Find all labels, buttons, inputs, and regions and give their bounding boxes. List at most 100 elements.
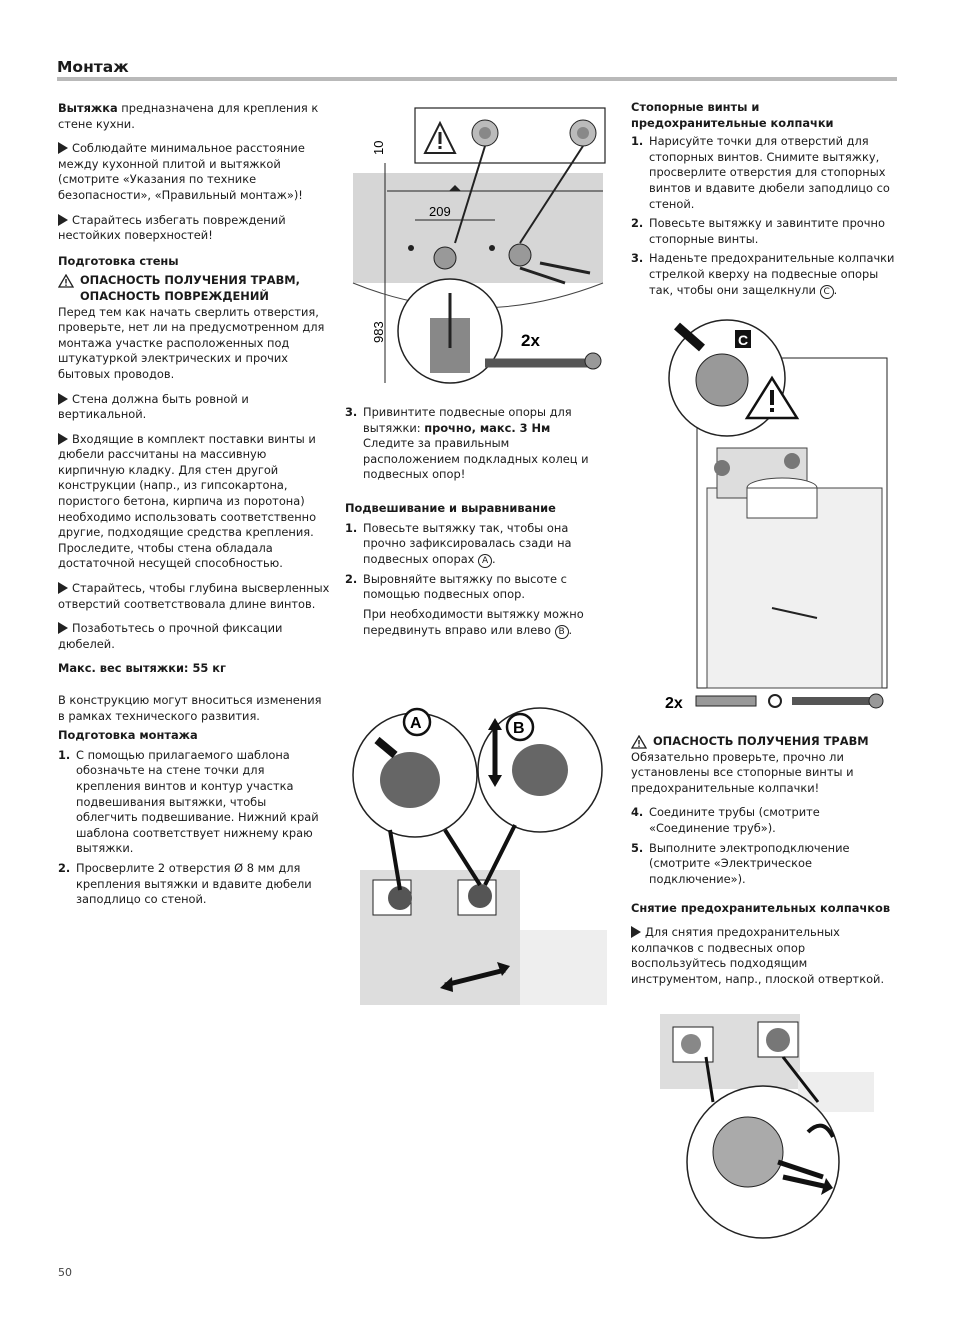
list-item: 3. Привинтите подвесные опоры для вытяжки…: [345, 405, 607, 483]
step-number: 5.: [631, 840, 644, 855]
warning-title: ОПАСНОСТЬ ПОЛУЧЕНИЯ ТРАВМ, ОПАСНОСТЬ ПОВ…: [80, 273, 300, 303]
column-left: Вытяжка предназначена для крепления к ст…: [58, 101, 330, 916]
title-rule: [57, 77, 897, 81]
step3-text: Привинтите подвесные опоры для вытяжки:: [363, 405, 572, 435]
hang2-note-text: При необходимости вытяжку можно передвин…: [363, 606, 584, 637]
changes-note: В конструкцию могут вноситься изменения …: [58, 693, 322, 723]
hang-steps: 1. Повесьте вытяжку так, чтобы она прочно…: [345, 521, 607, 639]
step3-list: 3. Привинтите подвесные опоры для вытяжки…: [345, 405, 607, 483]
list-item: 1. С помощью прилагаемого шаблона обознач…: [58, 748, 330, 857]
intro-bold: Вытяжка: [58, 101, 118, 115]
dim-983: 983: [371, 321, 386, 343]
label-c: C: [819, 284, 834, 299]
bullet-text: Позаботьтесь о прочной фиксации дюбелей.: [58, 621, 283, 651]
s3-text: Наденьте предохранительные колпачки стре…: [649, 251, 895, 297]
remove-text-body: Для снятия предохранительных колпачков с…: [631, 924, 885, 986]
marker-a: A: [410, 715, 422, 732]
step-text: С помощью прилагаемого шаблона обозначьт…: [76, 747, 319, 856]
step-number: 3.: [345, 405, 358, 419]
bullet-text: Входящие в комплект поставки винты и дюб…: [58, 431, 317, 571]
step3-torque: прочно, макс. 3 Нм: [424, 420, 551, 435]
qty-2x-caps: 2x: [665, 695, 683, 712]
intro-paragraph: Вытяжка предназначена для крепления к ст…: [58, 101, 330, 132]
triangle-bullet-icon: [58, 622, 68, 635]
step-text: Повесьте вытяжку так, чтобы она прочно з…: [363, 520, 572, 568]
column-right: Стопорные винты и предохранительные колп…: [631, 100, 896, 307]
screw-steps: 1. Нарисуйте точки для отверстий для стоп…: [631, 134, 896, 299]
marker-b: B: [513, 720, 525, 737]
page-title: Монтаж: [57, 58, 129, 76]
triangle-bullet-icon: [58, 392, 68, 405]
step-number: 2.: [345, 571, 358, 586]
heading-wall-prep: Подготовка стены: [58, 253, 179, 268]
final-steps: 4. Соедините трубы (смотрите «Соединение …: [631, 805, 896, 887]
list-item: 3. Наденьте предохранительные колпачки ст…: [631, 251, 896, 299]
hanging-illustration: A B: [352, 707, 607, 1005]
bullet-5: Старайтесь, чтобы глубина высверленных о…: [58, 581, 330, 612]
hang1-text: Повесьте вытяжку так, чтобы она прочно з…: [363, 520, 572, 566]
heading-mount-prep: Подготовка монтажа: [58, 728, 198, 743]
caps-illustration: C 2x: [665, 319, 888, 712]
list-item: 2. Выровняйте вытяжку по высоте с помощью…: [345, 572, 607, 639]
list-item: 4. Соедините трубы (смотрите «Соединение …: [631, 805, 896, 836]
triangle-bullet-icon: [58, 582, 68, 595]
column-middle: 3. Привинтите подвесные опоры для вытяжки…: [345, 405, 607, 647]
intro-text: предназначена для крепления к стене кухн…: [58, 101, 319, 131]
step-number: 1.: [631, 134, 644, 149]
triangle-bullet-icon: [58, 142, 68, 155]
bullet-1: Соблюдайте минимальное расстояние между …: [58, 141, 330, 203]
bullet-2: Старайтесь избегать повреждений нестойки…: [58, 213, 330, 244]
step-text: Привинтите подвесные опоры для вытяжки: …: [363, 405, 607, 483]
remove-text: Для снятия предохранительных колпачков с…: [631, 925, 896, 987]
step3-note: Следите за правильным расположением подк…: [363, 436, 589, 482]
list-item: 1. Повесьте вытяжку так, чтобы она прочно…: [345, 521, 607, 568]
step-text: Выровняйте вытяжку по высоте с помощью п…: [363, 572, 607, 639]
qty-2x: 2x: [521, 331, 540, 350]
column-right-lower: ОПАСНОСТЬ ПОЛУЧЕНИЯ ТРАВМ Обязательно пр…: [631, 734, 896, 996]
wall-template-illustration: 10 209 983 2x: [352, 107, 606, 384]
bullet-text: Стена должна быть ровной и вертикальной.: [58, 391, 249, 422]
step-text: Повесьте вытяжку и завинтите прочно стоп…: [649, 216, 885, 246]
label-b: B: [554, 624, 569, 639]
triangle-bullet-icon: [58, 213, 68, 226]
marker-c: C: [738, 332, 748, 348]
step-text: Просверлите 2 отверстия Ø 8 мм для крепл…: [76, 860, 312, 907]
bullet-3: Стена должна быть ровной и вертикальной.: [58, 392, 330, 423]
page-number: 50: [58, 1266, 72, 1279]
step-number: 4.: [631, 805, 644, 820]
warning-text: Перед тем как начать сверлить отверстия,…: [58, 304, 325, 381]
step-number: 1.: [58, 747, 71, 762]
step-text: Соедините трубы (смотрите «Соединение тр…: [649, 805, 820, 835]
bullet-6: Позаботьтесь о прочной фиксации дюбелей.: [58, 621, 330, 652]
hang2-text: Выровняйте вытяжку по высоте с помощью п…: [363, 571, 567, 602]
warning-heading: ОПАСНОСТЬ ПОЛУЧЕНИЯ ТРАВМ, ОПАСНОСТЬ ПОВ…: [58, 273, 330, 304]
step-text: Наденьте предохранительные колпачки стре…: [649, 251, 895, 299]
triangle-bullet-icon: [631, 925, 641, 938]
label-a: A: [478, 553, 493, 568]
bullet-text: Соблюдайте минимальное расстояние между …: [58, 141, 305, 202]
prep-steps: 1. С помощью прилагаемого шаблона обознач…: [58, 748, 330, 908]
bullet-4: Входящие в комплект поставки винты и дюб…: [58, 432, 330, 572]
cap-removal-illustration: [660, 1014, 874, 1239]
bullet-text: Старайтесь избегать повреждений нестойки…: [58, 212, 286, 243]
list-item: 2. Повесьте вытяжку и завинтите прочно ст…: [631, 216, 896, 247]
dim-10: 10: [371, 141, 386, 155]
heading-remove: Снятие предохранительных колпачков: [631, 901, 891, 916]
hang2-note: При необходимости вытяжку можно передвин…: [363, 606, 584, 639]
step-text: Нарисуйте точки для отверстий для стопор…: [649, 134, 890, 211]
warning-icon: [631, 735, 647, 749]
list-item: 2. Просверлите 2 отверстия Ø 8 мм для кре…: [58, 861, 330, 908]
list-item: 5. Выполните электроподключение (смотрите…: [631, 841, 896, 888]
warning-icon: [58, 274, 74, 288]
warning-text-2: Обязательно проверьте, прочно ли установ…: [631, 749, 854, 795]
bullet-text: Старайтесь, чтобы глубина высверленных о…: [58, 581, 330, 611]
triangle-bullet-icon: [58, 432, 68, 445]
heading-screws: Стопорные винты и предохранительные колп…: [631, 100, 834, 130]
step-text: Выполните электроподключение (смотрите «…: [649, 840, 850, 886]
step-number: 1.: [345, 520, 358, 535]
step-number: 3.: [631, 251, 644, 266]
step-number: 2.: [58, 860, 71, 875]
list-item: 1. Нарисуйте точки для отверстий для стоп…: [631, 134, 896, 212]
step-number: 2.: [631, 216, 644, 231]
heading-hang: Подвешивание и выравнивание: [345, 500, 556, 515]
